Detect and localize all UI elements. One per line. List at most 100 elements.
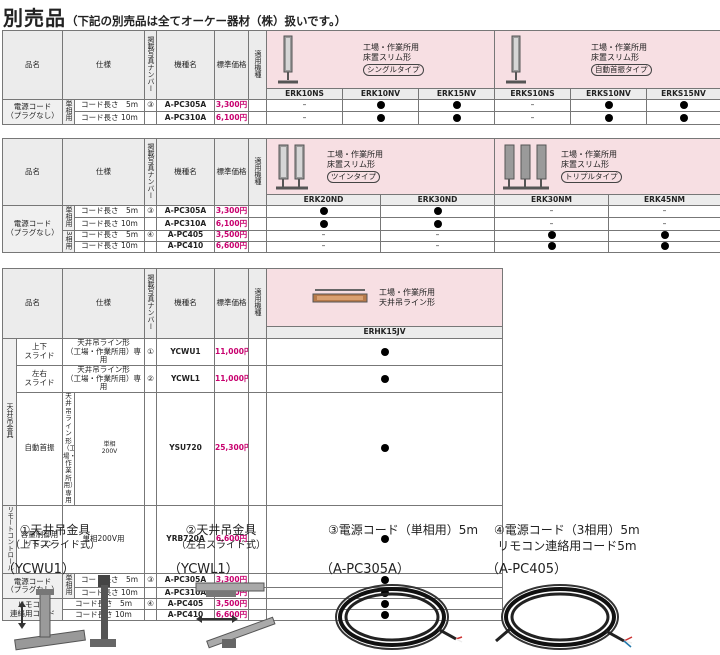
- header-photo-no: 掲載写真ナンバー: [145, 139, 157, 206]
- model-header: ERK30ND: [381, 195, 495, 206]
- price-cell: 6,100円: [215, 218, 249, 230]
- mark-cell: –: [495, 112, 571, 124]
- applicable-dot: [548, 231, 556, 239]
- applicable-dot: [320, 207, 328, 215]
- sub-name: 自動首振: [17, 392, 63, 505]
- mark-cell: [267, 218, 381, 230]
- applicable-dot: [377, 114, 385, 122]
- accessory-caption: ②天井吊金具（左右スライド式）: [176, 523, 266, 552]
- ceiling-heater-image: [311, 288, 371, 308]
- page-title: 別売品: [3, 6, 66, 30]
- blank-cell: [249, 365, 267, 392]
- mark-cell: –: [495, 100, 571, 112]
- photo-no-cell: ④: [145, 230, 157, 241]
- mark-cell: [609, 241, 720, 252]
- model-header: ERK10NS: [267, 89, 343, 100]
- spec-cell: コード長さ 5m: [75, 206, 145, 218]
- mark-cell: –: [381, 241, 495, 252]
- applicable-dot: [548, 242, 556, 250]
- header-model: 機種名: [157, 31, 215, 100]
- spec-cell: コード長さ 10m: [75, 112, 145, 124]
- applicable-dot: [381, 348, 389, 356]
- price-cell: 6,100円: [215, 112, 249, 124]
- mark-cell: –: [267, 230, 381, 241]
- mark-cell: [495, 241, 609, 252]
- mark-cell: [267, 339, 503, 366]
- photo-no-cell: [145, 218, 157, 230]
- model-header: ERKS15NV: [647, 89, 720, 100]
- blank-cell: [249, 339, 267, 366]
- applicable-dot: [453, 114, 461, 122]
- model-cell: A-PC305A: [157, 206, 215, 218]
- price-cell: 6,600円: [215, 241, 249, 252]
- spec-cell: 天井吊ライン形（工場・作業所用）専用: [63, 339, 145, 366]
- applicable-dot: [680, 101, 688, 109]
- product-single-type: 工場・作業所用床置スリム形シングルタイプ: [267, 31, 495, 89]
- accessory-table-2: 品名 仕様 掲載写真ナンバー 機種名 標準価格 適用機種 工場・作業所用床置スリ…: [2, 138, 720, 253]
- applicable-dot: [434, 207, 442, 215]
- mark-cell: –: [495, 218, 609, 230]
- header-applicable: 適用機種: [249, 269, 267, 339]
- blank-cell: [249, 241, 267, 252]
- photo-no-cell: [145, 392, 157, 505]
- mark-cell: –: [267, 241, 381, 252]
- triple-heater-image: [501, 142, 553, 192]
- product-oscillating-type: 工場・作業所用床置スリム形自動首振タイプ: [495, 31, 720, 89]
- model-cell: A-PC410: [157, 241, 215, 252]
- product-ceiling-line: 工場・作業所用天井吊ライン形: [267, 269, 503, 327]
- header-applicable: 適用機種: [249, 31, 267, 100]
- floor-heater-image: [501, 34, 531, 86]
- model-header: ERK30NM: [495, 195, 609, 206]
- blank-cell: [249, 206, 267, 218]
- photo-no-cell: ②: [145, 365, 157, 392]
- applicable-dot: [680, 114, 688, 122]
- accessory-ycwu1: ①天井吊金具（上下スライド式） （YCWU1）: [0, 521, 170, 654]
- mark-cell: –: [495, 206, 609, 218]
- header-price: 標準価格: [215, 31, 249, 100]
- header-spec: 仕様: [63, 139, 145, 206]
- header-price: 標準価格: [215, 139, 249, 206]
- model-cell: A-PC310A: [157, 218, 215, 230]
- header-applicable: 適用機種: [249, 139, 267, 206]
- product-triple-type: 工場・作業所用床置スリム形トリプルタイプ: [495, 139, 720, 195]
- mark-cell: [495, 230, 609, 241]
- model-cell: YSU720: [157, 392, 215, 505]
- accessory-caption: ③電源コード（単相用）5m: [328, 523, 478, 539]
- photo-no-cell: [145, 241, 157, 252]
- header-name: 品名: [3, 269, 63, 339]
- three-phase-cord-image: [494, 579, 644, 655]
- accessory-code: （A-PC305A）: [320, 558, 410, 577]
- item-power-cord: 電源コード（プラグなし）: [3, 206, 63, 253]
- applicable-dot: [661, 242, 669, 250]
- group-single-phase: 単相用: [63, 206, 75, 231]
- applicable-dot: [434, 220, 442, 228]
- mark-cell: [571, 112, 647, 124]
- model-header: ERK20ND: [267, 195, 381, 206]
- mark-cell: –: [381, 230, 495, 241]
- header-spec: 仕様: [63, 31, 145, 100]
- applicable-dot: [381, 444, 389, 452]
- spec-cell: コード長さ 5m: [75, 100, 145, 112]
- price-cell: 11,000円: [215, 365, 249, 392]
- spec-cell: 天井吊ライン形（工場・作業所用）専用: [63, 365, 145, 392]
- header-name: 品名: [3, 31, 63, 100]
- mark-cell: –: [609, 218, 720, 230]
- mark-cell: [609, 230, 720, 241]
- spec-cell: コード長さ 5m: [75, 230, 145, 241]
- item-power-cord: 電源コード（プラグなし）: [3, 100, 63, 125]
- applicable-dot: [320, 220, 328, 228]
- price-cell: 11,000円: [215, 339, 249, 366]
- model-cell: A-PC310A: [157, 112, 215, 124]
- price-cell: 3,500円: [215, 230, 249, 241]
- photo-no-cell: ③: [145, 206, 157, 218]
- accessory-caption: ①天井吊金具（上下スライド式）: [10, 523, 100, 552]
- spec-cell: コード長さ 10m: [75, 218, 145, 230]
- section-title: 別売品（下記の別売品は全てオーケー器材（株）扱いです。）: [3, 2, 346, 28]
- photo-no-cell: [145, 112, 157, 124]
- model-header: ERKS10NV: [571, 89, 647, 100]
- mark-cell: –: [609, 206, 720, 218]
- header-model: 機種名: [157, 139, 215, 206]
